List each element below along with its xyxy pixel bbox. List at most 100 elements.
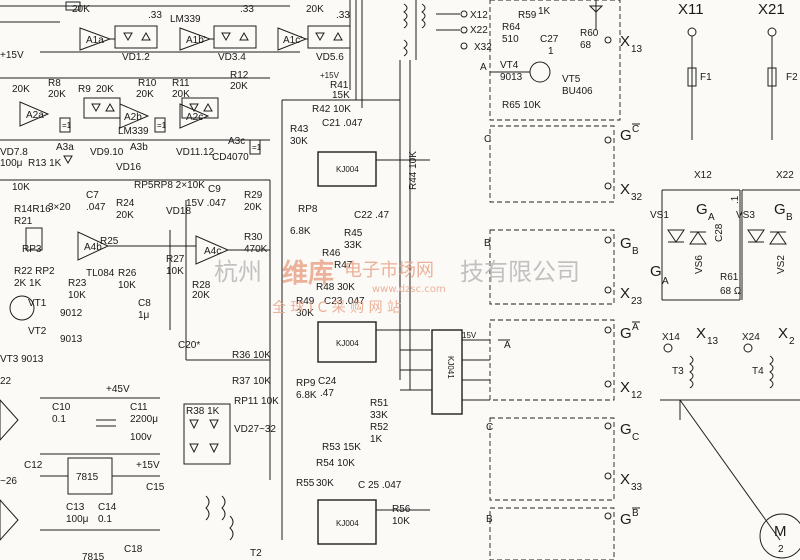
r37-label: R37 10K [232, 376, 271, 387]
c8-value: 1μ [138, 310, 150, 321]
transformer-t3-label: T3 [672, 366, 684, 377]
cap-100u-label: 100μ [0, 158, 23, 169]
r29-label: R29 [244, 190, 263, 201]
terminal-x12b-label: X [620, 379, 630, 396]
watermark-brand-text: 维库 [282, 258, 334, 289]
c7-value: .047 [86, 202, 106, 213]
svg-text:=1: =1 [62, 121, 72, 130]
opamp-a1b-label: A1b' [186, 35, 206, 46]
r51-value: 33K [370, 410, 388, 421]
r49-value: 30K [296, 308, 314, 319]
thyristor-vs6-label: VS6 [694, 255, 705, 274]
a3b-label: A3b [130, 142, 148, 153]
gate-ga2-label: G [696, 201, 708, 218]
c8-label: C8 [138, 298, 151, 309]
terminal-x11-label: X11 [678, 1, 704, 18]
vt-9012-label: 9012 [60, 308, 83, 319]
c11-voltage: 100v [130, 432, 152, 443]
ic-kj041-label: KJ041 [446, 356, 455, 379]
gate-ga2-sub: A [708, 212, 715, 223]
r11-label: R11 [172, 78, 190, 89]
gate-ga-label: G [650, 263, 662, 280]
terminal-x33-sub: 33 [631, 482, 643, 493]
watermark-right-text: 技有限公司 [460, 258, 580, 286]
r41-value: 15K [332, 90, 350, 101]
c13-label: C13 [66, 502, 85, 513]
c24-value: .47 [320, 388, 334, 399]
opamp-a2b-label: A2b [124, 112, 142, 123]
r28-label: R28 [192, 280, 211, 291]
ic-kj004-a-label: KJ004 [336, 165, 359, 174]
r59-value: 1K [538, 6, 551, 17]
terminal-x13r-sub: 13 [707, 336, 719, 347]
channel-c2-label: C [486, 422, 493, 433]
r46-label: R46 [322, 248, 341, 259]
opamp-a4b-label: A4b [84, 242, 102, 253]
rp3-label: RP3 [22, 244, 42, 255]
regulator-7815-label: 7815 [82, 552, 105, 560]
terminal-x2-sub: 2 [789, 336, 795, 347]
r42-label: R42 10K [312, 104, 351, 115]
r38-label: R38 1K [186, 406, 220, 417]
diode-vd56-label: VD5.6 [316, 52, 344, 63]
t2-label: T2 [250, 548, 262, 559]
c23-label: C23 .047 [324, 296, 365, 307]
terminal-x21-label: X21 [758, 1, 785, 18]
terminal-x22-label: X22 [470, 25, 488, 36]
motor-sub: 2 [778, 544, 784, 555]
regulator-7815-label: 7815 [76, 472, 99, 483]
r44-label: R44 10K [408, 151, 419, 190]
c21-label: C21 .047 [322, 118, 363, 129]
resistor-20k-label: 20K [72, 4, 90, 15]
ic-lm339-label: LM339 [170, 14, 201, 25]
c20-label: C20* [178, 340, 200, 351]
r-10k-label: 10K [12, 182, 30, 193]
r36-label: R36 10K [232, 350, 271, 361]
terminal-x13-sub: 13 [631, 44, 643, 55]
supply-45v-label: +45V [106, 384, 130, 395]
r26-label: R26 [118, 268, 137, 279]
r52-value: 1K [370, 434, 383, 445]
gate-ga-sub: A [662, 276, 669, 287]
rp9-value: 6.8K [296, 390, 317, 401]
c-3x20-label: 3×20 [48, 202, 71, 213]
gate-gb-sub: B [632, 246, 639, 257]
r54-label: R54 10K [316, 458, 355, 469]
supply-15v-label: +15V [0, 50, 24, 61]
r9-label: R9 [78, 84, 91, 95]
opamp-a4c-label: A4c [204, 246, 221, 257]
gate-gc-bar-label: G [620, 127, 632, 144]
watermark: 杭州 维库 电子市场网 技有限公司 www.dzsc.com 全 球 I C 采… [214, 258, 580, 316]
r55-label: R55 [296, 478, 315, 489]
motor-label: M [774, 523, 787, 540]
gate-gc-sub: C [632, 432, 639, 443]
watermark-url-text: www.dzsc.com [372, 284, 446, 295]
c28-value: .1 [730, 195, 741, 204]
watermark-left-text: 杭州 [214, 258, 262, 286]
channel-b2-label: B [486, 514, 493, 525]
pulse-output-stage: X12 X22 X32 R64 510 R59 1K C27 1 R60 68 … [403, 0, 643, 560]
a3a-label: A3a [56, 142, 74, 153]
r28-value: 20K [192, 290, 210, 301]
gate-gc-bar-sub: C [632, 124, 639, 135]
label-26: ~26 [0, 476, 17, 487]
terminal-x12-label: X12 [470, 10, 488, 21]
ic-kj004-b-label: KJ004 [336, 339, 359, 348]
r60-label: R60 [580, 28, 599, 39]
cap-label: .33 [336, 10, 350, 21]
terminal-x13-label: X [620, 33, 630, 50]
fuse-f1-label: F1 [700, 72, 712, 83]
terminal-x13r-label: X [696, 325, 706, 342]
r14-label: R14R16 [14, 204, 51, 215]
diode-vd18-label: VD18 [166, 206, 191, 217]
cap-label: .33 [148, 10, 162, 21]
terminal-x24-label: X24 [742, 332, 760, 343]
gate-gb2-label: G [774, 201, 786, 218]
c10-value: 0.1 [52, 414, 66, 425]
output-terminals: X 13 G C X 32 G B X 23 G A X 12 G C [604, 33, 643, 528]
vt1-label: VT1 [28, 298, 47, 309]
a3c-label: A3c [228, 136, 245, 147]
supply-15v-label: 15V [462, 331, 477, 340]
r48-label: R48 30K [316, 282, 355, 293]
